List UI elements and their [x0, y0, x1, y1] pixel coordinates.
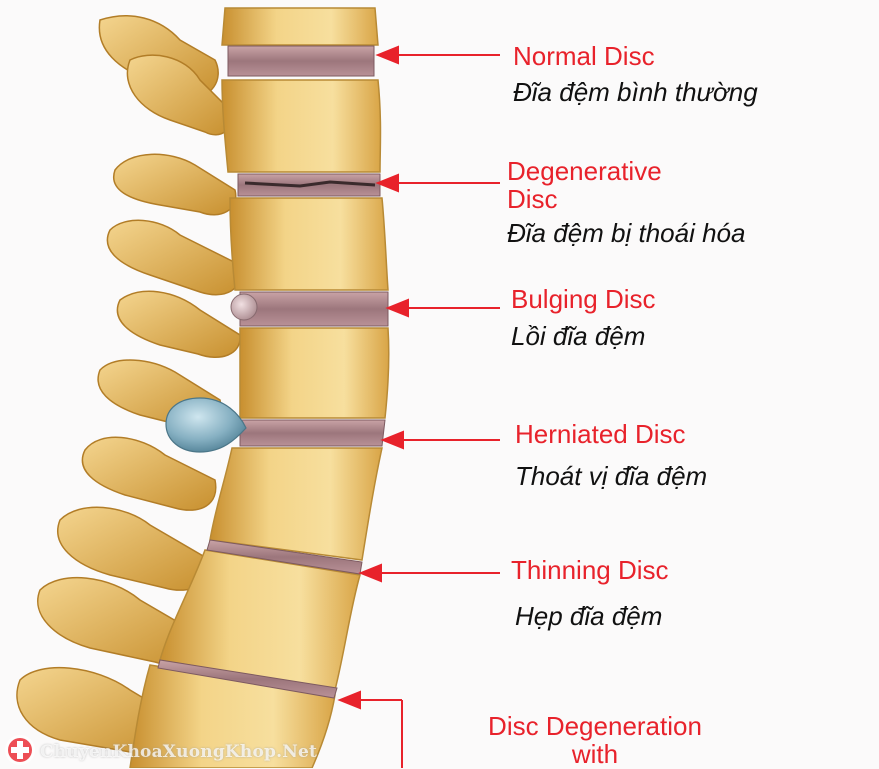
label-herniated-disc-vi: Thoát vị đĩa đệm: [515, 462, 707, 490]
watermark-text: ChuyenKhoaXuongKhop.Net: [40, 742, 317, 762]
herniated-disc: [240, 420, 385, 446]
bulge: [231, 294, 257, 320]
label-degenerative-disc: Degenerative Disc: [507, 157, 687, 213]
label-degenerative-disc-vi: Đĩa đệm bị thoái hóa: [507, 219, 745, 247]
label-herniated-disc: Herniated Disc: [515, 420, 686, 448]
label-bulging-disc-vi: Lồi đĩa đệm: [511, 322, 645, 350]
normal-disc: [228, 46, 374, 76]
label-normal-disc-vi: Đĩa đệm bình thường: [513, 78, 758, 106]
label-thinning-disc: Thinning Disc: [511, 556, 669, 584]
bulging-disc: [240, 292, 388, 326]
label-disc-degeneration-with: Disc Degeneration with: [465, 712, 725, 768]
label-bulging-disc: Bulging Disc: [511, 285, 656, 313]
label-thinning-disc-vi: Hẹp đĩa đệm: [515, 602, 662, 630]
herniation-blob: [166, 398, 246, 452]
watermark-logo: [5, 735, 35, 765]
label-normal-disc: Normal Disc: [513, 42, 655, 70]
